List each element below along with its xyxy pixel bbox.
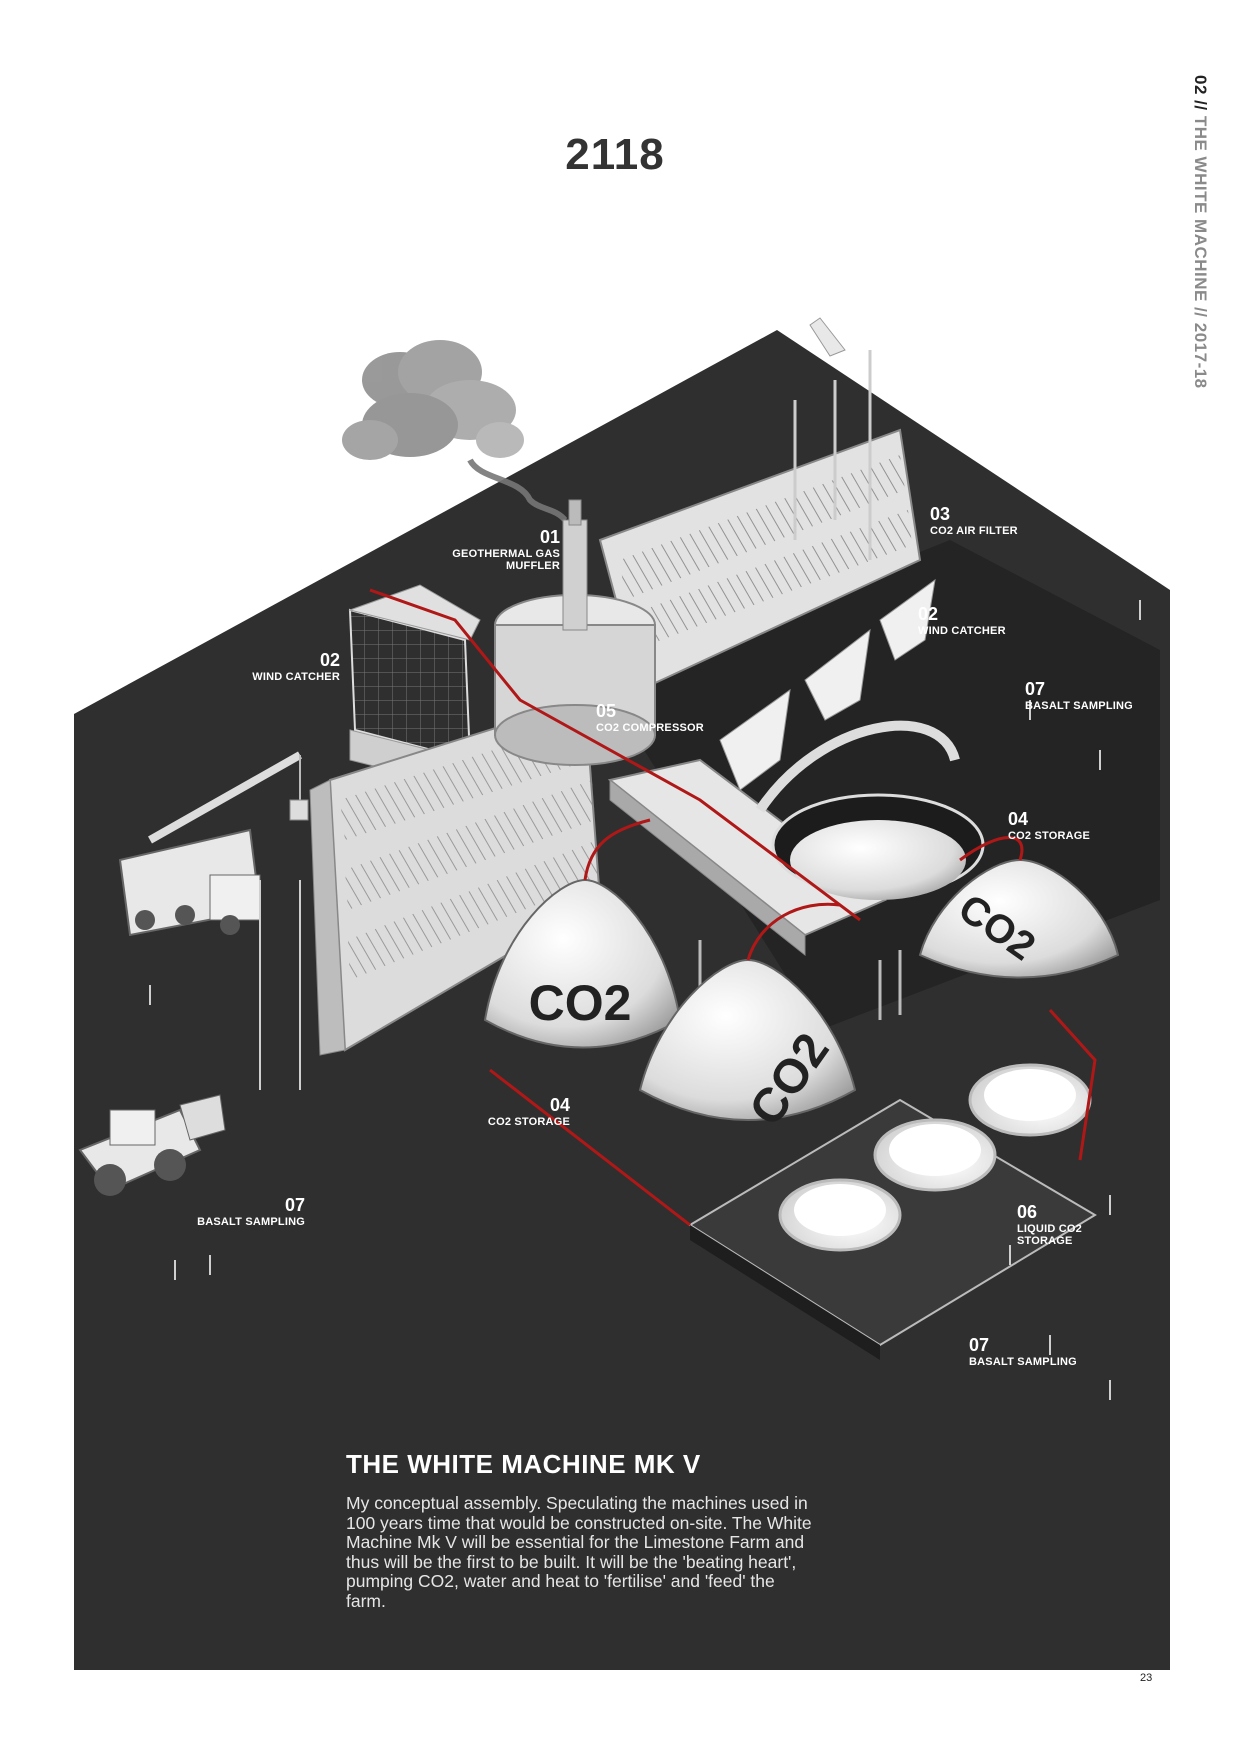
callout-label: WIND CATCHER <box>252 670 340 683</box>
callout-co2-storage-left: 04 CO2 STORAGE <box>470 1095 570 1128</box>
platform-edge <box>690 1225 880 1360</box>
callout-liquid-co2-storage: 06 LIQUID CO2 STORAGE <box>1017 1202 1082 1247</box>
callout-basalt-sampling-upper: 07 BASALT SAMPLING <box>1025 679 1133 712</box>
crane-vehicle <box>118 751 309 937</box>
machine-description: My conceptual assembly. Speculating the … <box>346 1493 812 1611</box>
callout-geothermal-gas-muffler: 01 GEOTHERMAL GAS MUFFLER <box>430 527 560 572</box>
callout-co2-compressor: 05 CO2 COMPRESSOR <box>596 701 704 734</box>
callout-label: CO2 COMPRESSOR <box>596 721 704 734</box>
callout-label: STORAGE <box>1017 1234 1073 1247</box>
liquid-tank <box>873 1118 997 1192</box>
callout-number: 07 <box>284 1195 305 1215</box>
callout-wind-catcher-left: 02 WIND CATCHER <box>220 650 340 683</box>
liquid-tank <box>968 1063 1092 1137</box>
conveyor-arm <box>607 758 902 1020</box>
callout-number: 06 <box>1017 1202 1038 1222</box>
dome-co2-left: CO2 <box>483 878 682 1049</box>
callout-label: GEOTHERMAL GAS <box>452 547 560 560</box>
machine-title: THE WHITE MACHINE MK V <box>346 1449 701 1479</box>
flex-hose <box>755 720 960 813</box>
wind-catcher-sail <box>804 628 871 721</box>
dome-label: CO2 <box>529 975 632 1031</box>
sampling-poles <box>149 600 1141 1400</box>
smoke-cloud <box>342 340 568 523</box>
callout-number: 04 <box>1008 809 1029 829</box>
callout-label: BASALT SAMPLING <box>197 1215 305 1228</box>
callout-number: 05 <box>596 701 617 721</box>
callout-label: CO2 AIR FILTER <box>930 524 1018 537</box>
callout-wind-catcher-right: 02 WIND CATCHER <box>918 604 1006 637</box>
loader-vehicle <box>78 1094 226 1196</box>
co2-pipe-network <box>369 588 1097 1227</box>
callout-number: 07 <box>969 1335 990 1355</box>
callout-label: CO2 STORAGE <box>487 1115 570 1128</box>
left-wing-frame <box>309 698 602 1056</box>
callout-label: BASALT SAMPLING <box>1025 699 1133 712</box>
page-number: 23 <box>1140 1672 1153 1684</box>
wind-catcher-sail <box>719 688 791 791</box>
callout-basalt-sampling-left: 07 BASALT SAMPLING <box>180 1195 305 1228</box>
callout-label: WIND CATCHER <box>918 624 1006 637</box>
dome-co2-right: CO2 <box>918 858 1120 979</box>
year-heading: 2118 <box>565 130 665 179</box>
callout-number: 07 <box>1025 679 1046 699</box>
callout-number: 02 <box>319 650 340 670</box>
callout-label: CO2 STORAGE <box>1008 829 1091 842</box>
co2-compressor <box>494 499 656 766</box>
callout-label: LIQUID CO2 <box>1017 1222 1082 1235</box>
wind-catcher-sail <box>879 578 936 661</box>
right-fins-frame <box>598 317 922 692</box>
callout-co2-air-filter: 03 CO2 AIR FILTER <box>930 504 1018 537</box>
callout-number: 04 <box>549 1095 570 1115</box>
callout-number: 01 <box>539 527 560 547</box>
callout-basalt-sampling-lower: 07 BASALT SAMPLING <box>969 1335 1077 1368</box>
callout-number: 03 <box>930 504 951 524</box>
callout-number: 02 <box>918 604 939 624</box>
storage-ring-pit <box>771 793 985 900</box>
callout-co2-storage-right: 04 CO2 STORAGE <box>1008 809 1091 842</box>
callout-label: BASALT SAMPLING <box>969 1355 1077 1368</box>
liquid-tank <box>778 1178 902 1252</box>
callout-label: MUFFLER <box>506 559 560 572</box>
